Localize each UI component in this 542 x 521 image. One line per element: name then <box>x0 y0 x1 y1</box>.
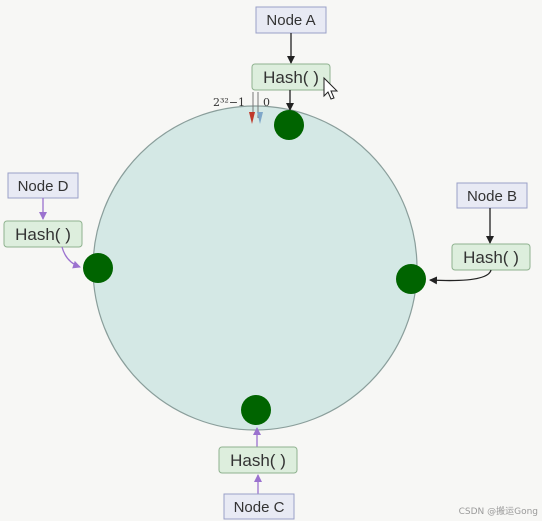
node-b-box <box>456 182 528 209</box>
hash-ring <box>92 105 418 431</box>
mouse-cursor-icon <box>323 76 339 100</box>
hash-c-label: Hash( ) <box>230 451 286 470</box>
node-a-group: Node A Hash( ) <box>251 6 331 140</box>
ring-point-c <box>241 395 271 425</box>
hash-d-label: Hash( ) <box>15 225 71 244</box>
max-marker-icon <box>249 112 255 124</box>
hash-b-label: Hash( ) <box>463 248 519 267</box>
ring-point-d <box>83 253 113 283</box>
node-b-label: Node B <box>467 188 517 205</box>
hash-d-box <box>3 220 83 248</box>
node-d-group: Node D Hash( ) <box>3 172 113 283</box>
node-c-box <box>223 493 295 520</box>
node-c-label: Node C <box>234 499 285 516</box>
zero-marker-icon <box>257 112 263 124</box>
node-c-group: Hash( ) Node C <box>218 395 298 520</box>
node-d-box <box>7 172 79 199</box>
hash-a-label: Hash( ) <box>263 68 319 87</box>
node-d-label: Node D <box>18 178 69 195</box>
watermark: CSDN @搬运Gong <box>459 505 538 517</box>
zero-value-label: 0 <box>263 96 270 109</box>
hash-a-box <box>251 63 331 91</box>
max-value-label: 2³²−1 <box>213 96 245 109</box>
ring-origin-markers: 2³²−1 0 <box>213 92 270 124</box>
hash-c-box <box>218 446 298 474</box>
node-b-group: Node B Hash( ) <box>396 182 531 294</box>
hash-b-to-ring-arrow <box>429 269 492 285</box>
ring-point-a <box>274 110 304 140</box>
node-a-label: Node A <box>266 12 315 29</box>
hash-d-to-ring-arrow <box>61 246 81 269</box>
ring-point-b <box>396 264 426 294</box>
